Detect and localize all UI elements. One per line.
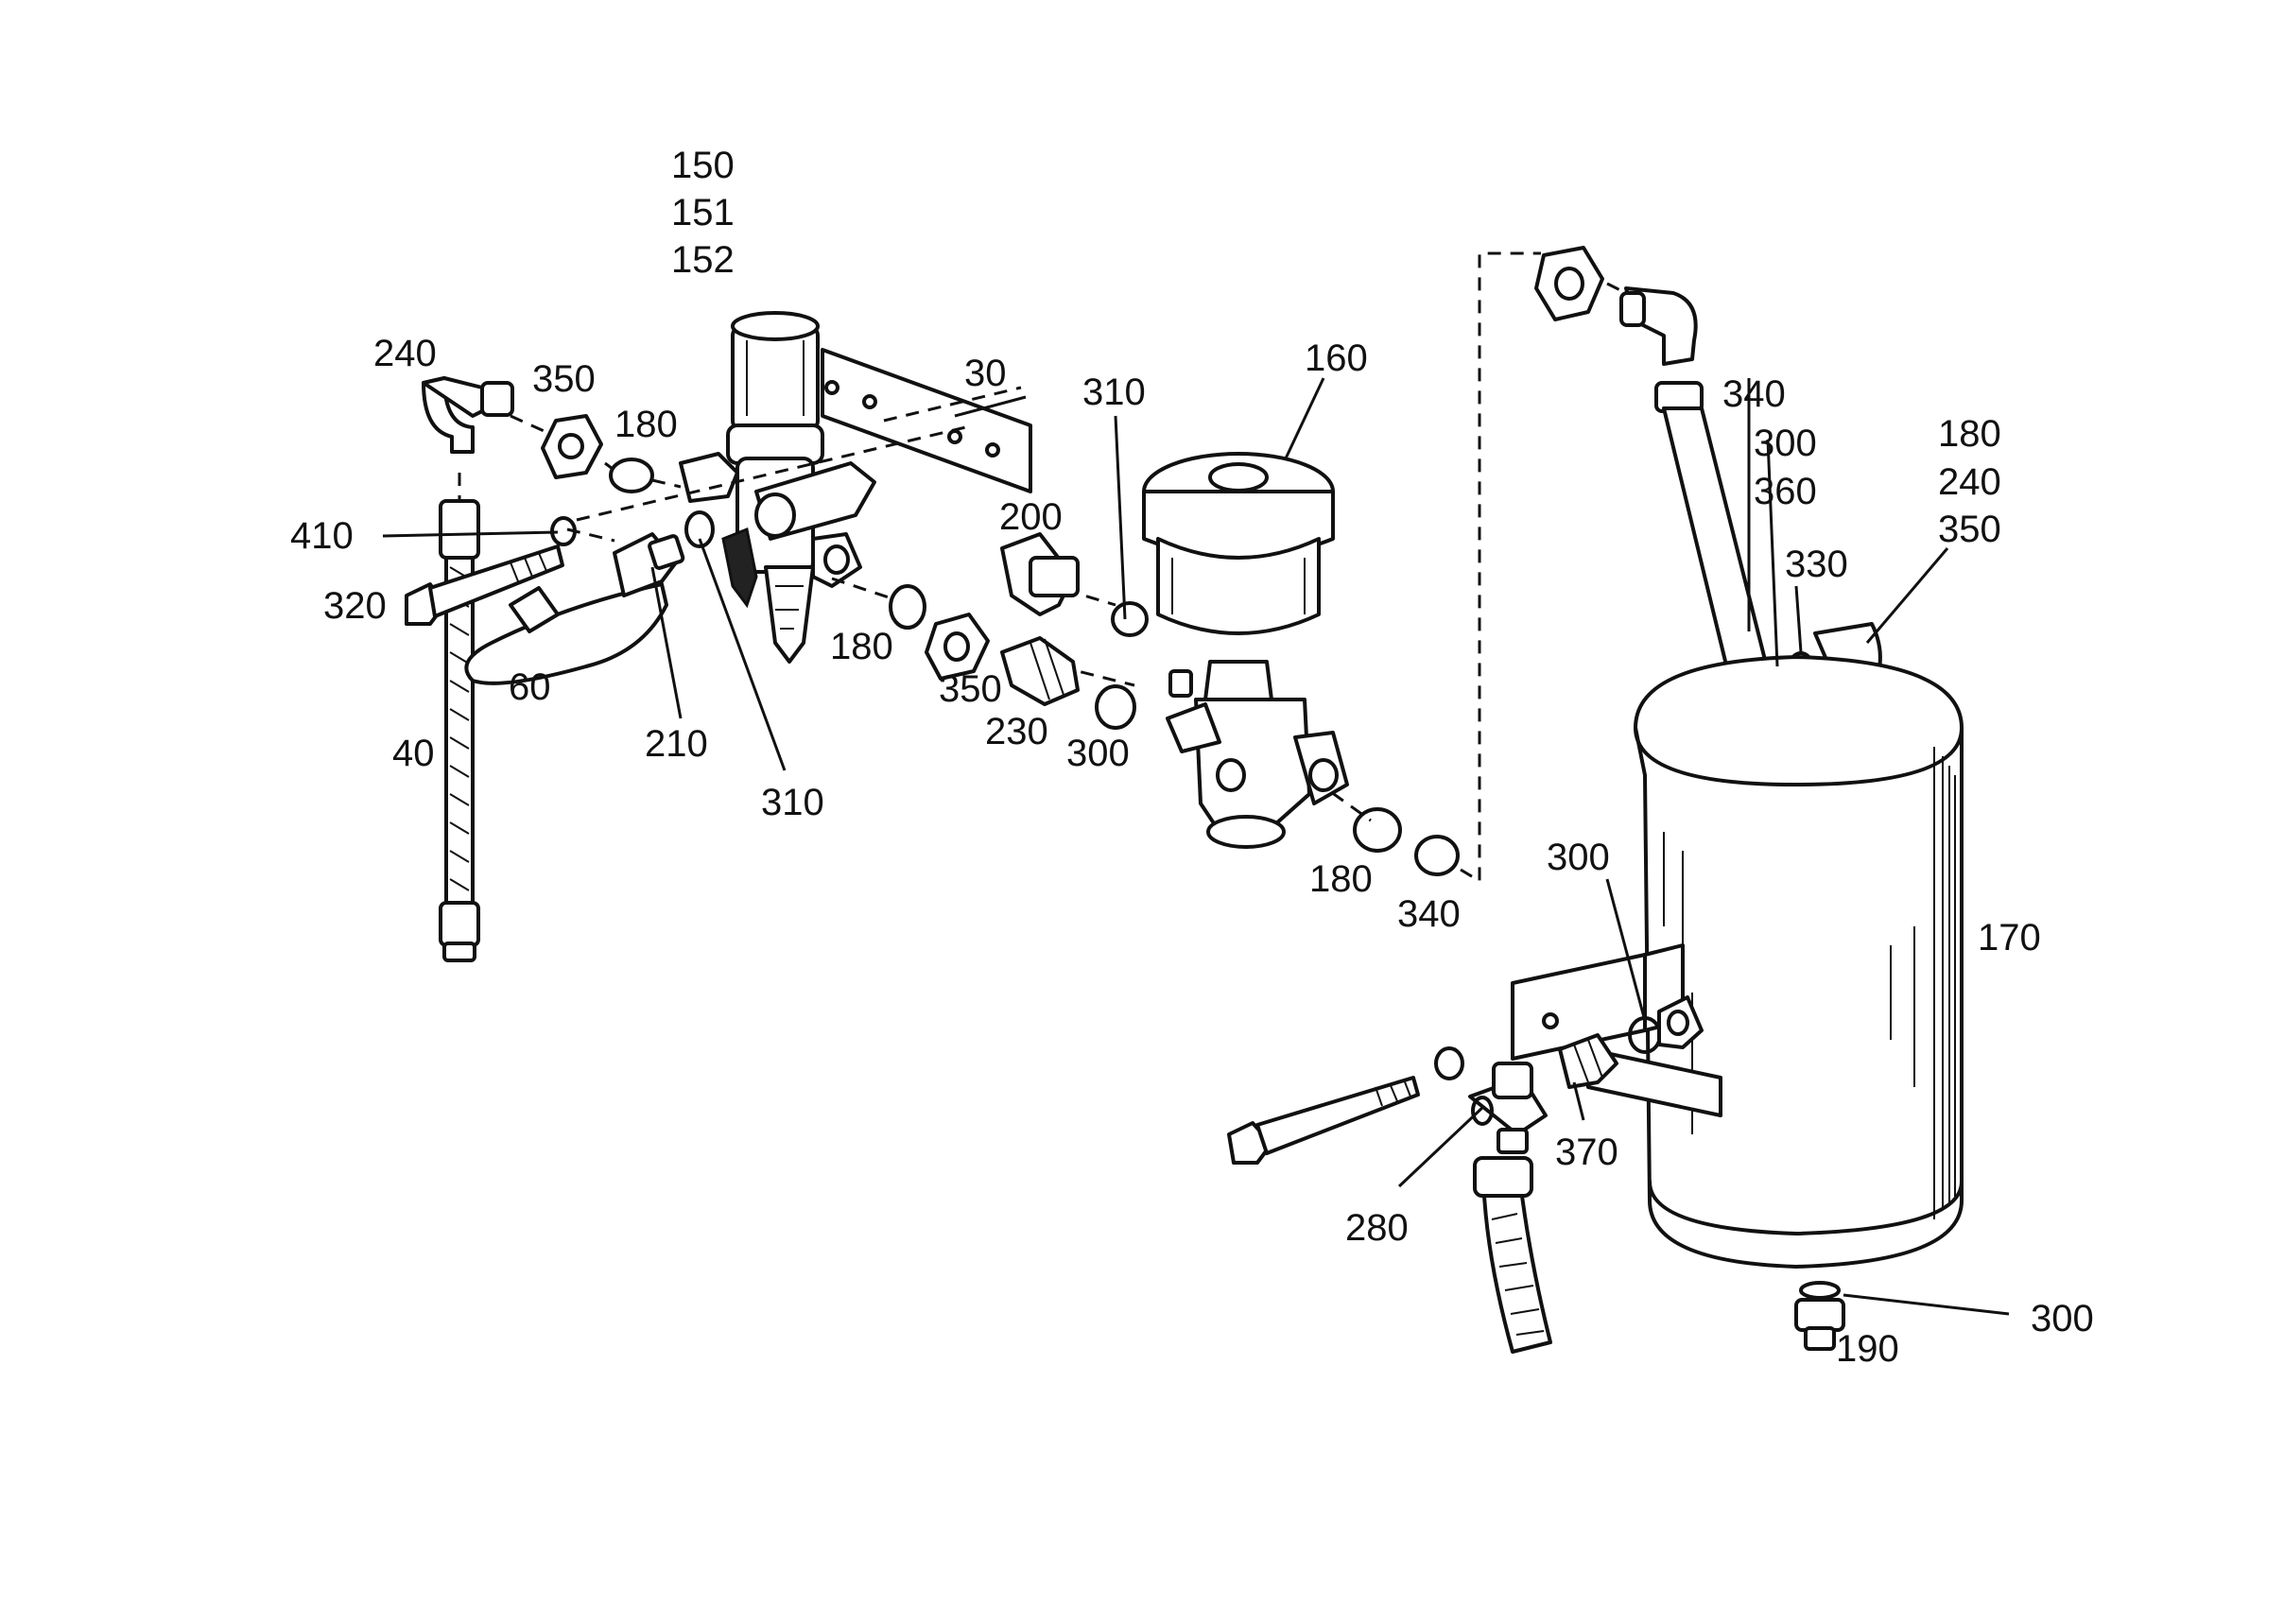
callout-360: 360 <box>1754 471 1817 512</box>
callout-150: 150 <box>671 145 735 186</box>
bolt-part-320 <box>405 544 564 626</box>
port-plug-tank-side <box>1657 995 1704 1049</box>
callout-151: 151 <box>671 192 735 233</box>
elbow-part-240-left <box>422 376 514 454</box>
callout-180-mid: 180 <box>830 626 893 667</box>
nut-part-350-mid <box>925 613 990 681</box>
oring-part-180-mid <box>889 584 926 630</box>
callout-410: 410 <box>290 515 354 557</box>
leader-310a <box>1114 415 1127 620</box>
callout-330: 330 <box>1785 544 1848 585</box>
elbow-part-200 <box>1000 532 1080 616</box>
leader-410 <box>382 530 559 538</box>
tee-fitting-part-280 <box>1468 1062 1548 1154</box>
assembly-line-return <box>1460 251 1627 884</box>
callout-170: 170 <box>1978 917 2041 959</box>
callout-300-mid: 300 <box>1066 733 1130 774</box>
leader-330 <box>1794 585 1803 653</box>
nipple-part-370 <box>1558 1033 1618 1089</box>
callout-30: 30 <box>964 353 1007 394</box>
leader-300b <box>1766 439 1779 667</box>
callout-180-right: 180 <box>1309 858 1373 900</box>
hose-part-40 <box>439 473 480 962</box>
callout-310-bottom: 310 <box>761 782 824 823</box>
leader-30 <box>954 395 1027 418</box>
callout-280: 280 <box>1345 1207 1409 1249</box>
callout-320: 320 <box>323 585 387 627</box>
separator-part-160 <box>1142 452 1349 849</box>
oring-part-180-right <box>1353 807 1402 853</box>
oring-part-180-left <box>609 458 654 493</box>
callout-160: 160 <box>1305 337 1368 379</box>
callout-180-tank: 180 <box>1938 413 2001 455</box>
washer-part-310-left <box>684 510 715 548</box>
callout-40: 40 <box>392 733 435 774</box>
nut-part-350-left <box>541 414 603 479</box>
callout-190: 190 <box>1836 1328 1899 1370</box>
callout-60: 60 <box>509 666 551 708</box>
pipe-part-60 <box>464 582 668 685</box>
drain-valve-part-190 <box>1794 1281 1845 1351</box>
oring-part-300-mid <box>1095 684 1136 730</box>
leader-350c <box>1865 547 1949 644</box>
governor-valve-part-150 <box>679 311 876 664</box>
callout-180-left: 180 <box>614 404 678 445</box>
leader-370 <box>1572 1081 1585 1121</box>
callout-350-mid: 350 <box>939 668 1002 710</box>
callout-370: 370 <box>1555 1132 1618 1173</box>
callout-350-left: 350 <box>532 358 596 400</box>
leader-310b <box>698 538 787 771</box>
callout-300-bottom: 300 <box>2031 1298 2094 1339</box>
oring-part-340-right <box>1414 835 1460 876</box>
washer-part-310-mid <box>1111 601 1149 637</box>
callout-350-tank: 350 <box>1938 509 2001 550</box>
hose-lower <box>1473 1156 1552 1354</box>
leader-300d <box>1843 1293 2010 1316</box>
leader-210 <box>650 566 683 719</box>
callout-340-right: 340 <box>1397 893 1461 935</box>
leader-280 <box>1397 1104 1486 1188</box>
callout-340-top: 340 <box>1722 373 1786 415</box>
bolt-lower <box>1227 1076 1420 1165</box>
callout-310-top: 310 <box>1082 371 1146 413</box>
nut-part-top-right <box>1534 246 1604 321</box>
callout-240-left: 240 <box>373 333 437 374</box>
callout-200: 200 <box>999 496 1063 538</box>
callout-230: 230 <box>985 711 1048 752</box>
fitting-part-210 <box>613 532 685 597</box>
callout-300-top: 300 <box>1754 423 1817 464</box>
washer-lower <box>1434 1046 1464 1080</box>
leader-160 <box>1284 377 1325 459</box>
elbow-part-top-right <box>1619 286 1698 366</box>
callout-210: 210 <box>645 723 708 765</box>
nipple-part-230 <box>1000 636 1080 706</box>
leader-300c <box>1605 878 1647 1022</box>
callout-240-tank: 240 <box>1938 461 2001 503</box>
callout-152: 152 <box>671 239 735 281</box>
assembly-line-left <box>510 414 975 543</box>
bracket-part-30 <box>821 348 1032 493</box>
callout-300-side: 300 <box>1547 837 1610 878</box>
